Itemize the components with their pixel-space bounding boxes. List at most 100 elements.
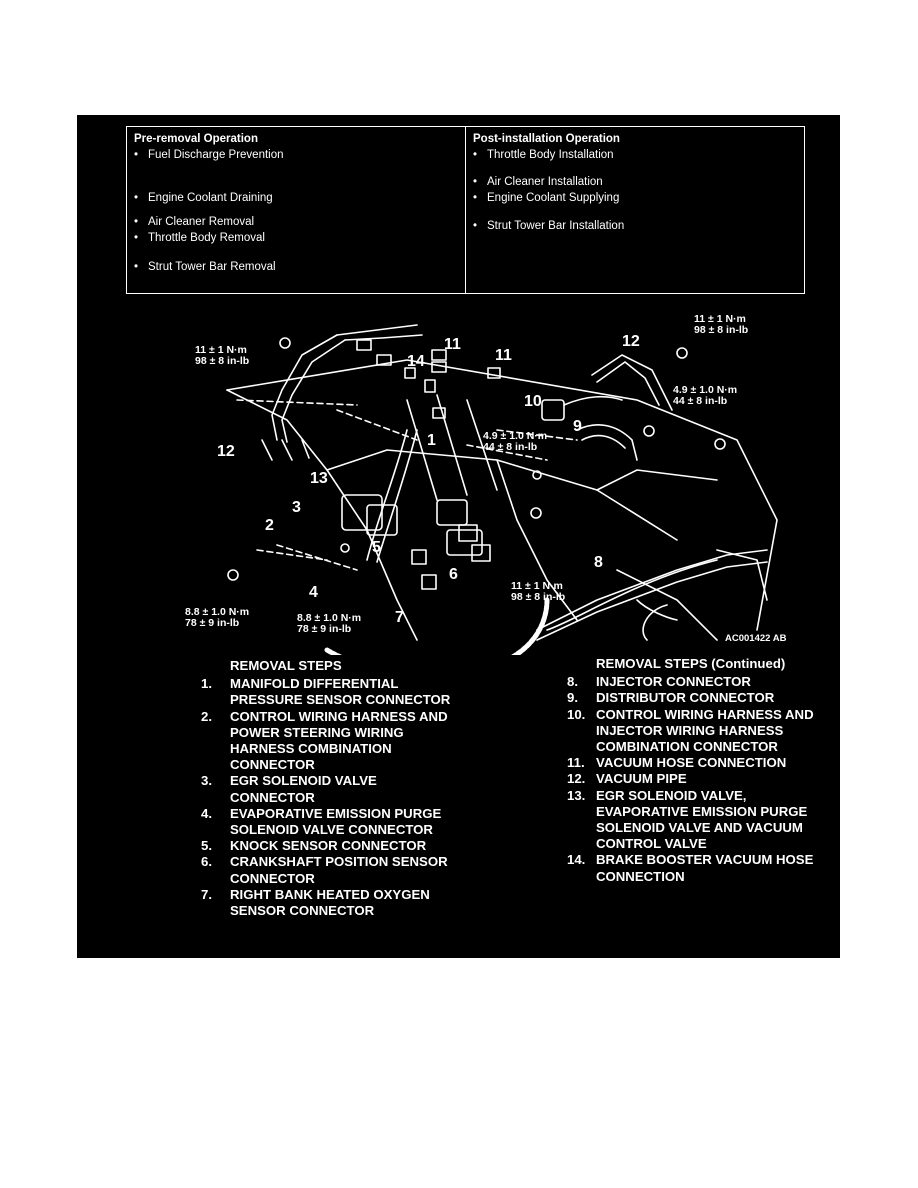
removal-step: 13. EGR SOLENOID VALVE,EVAPORATIVE EMISSI…	[567, 788, 837, 853]
step-text-line: VACUUM PIPE	[596, 771, 687, 787]
post-installation-column: Post-installation Operation •Throttle Bo…	[466, 127, 804, 293]
step-text-line: INJECTOR CONNECTOR	[596, 674, 751, 690]
step-text-line: CONNECTOR	[230, 757, 315, 773]
step-text-line: PRESSURE SENSOR CONNECTOR	[230, 692, 451, 708]
step-text-line: MANIFOLD DIFFERENTIAL	[230, 676, 399, 692]
step-number: 3.	[201, 773, 212, 789]
callout-2: 2	[265, 517, 274, 534]
callout-4: 4	[309, 584, 318, 601]
bullet-icon: •	[473, 149, 478, 161]
callout-11a: 11	[444, 336, 461, 353]
step-text-line: CONNECTOR	[230, 870, 315, 886]
step-number: 10.	[567, 706, 586, 722]
callout-3: 3	[292, 499, 301, 516]
post-installation-item: •Air Cleaner Installation	[473, 176, 603, 188]
removal-step: 5. KNOCK SENSOR CONNECTOR	[201, 838, 501, 854]
torque-spec-3-inlb: 44 ± 8 in-lb	[483, 441, 537, 453]
torque-spec-5-nm: 11 ± 1 N·m	[511, 580, 563, 592]
pre-removal-item: •Throttle Body Removal	[134, 232, 265, 244]
callout-7: 7	[395, 609, 404, 626]
torque-spec-2-inlb: 98 ± 8 in-lb	[694, 324, 748, 336]
post-installation-item: •Strut Tower Bar Installation	[473, 220, 625, 232]
step-text-line: DISTRIBUTOR CONNECTOR	[596, 690, 775, 706]
callout-10: 10	[524, 393, 542, 410]
step-number: 7.	[201, 886, 212, 902]
bullet-icon: •	[473, 192, 478, 204]
step-number: 12.	[567, 771, 586, 787]
post-installation-item: •Throttle Body Installation	[473, 149, 614, 161]
step-number: 9.	[567, 690, 578, 706]
figure-code: AC001422 AB	[725, 633, 787, 644]
step-number: 4.	[201, 805, 212, 821]
torque-spec-4-inlb: 44 ± 8 in-lb	[673, 395, 727, 407]
pre-removal-column: Pre-removal Operation •Fuel Discharge Pr…	[127, 127, 466, 293]
torque-spec-6-nm: 8.8 ± 1.0 N·m	[185, 606, 249, 618]
bullet-icon: •	[473, 176, 478, 188]
callout-12a: 12	[217, 443, 235, 460]
torque-spec-7-inlb: 78 ± 9 in-lb	[297, 623, 351, 635]
step-text-line: CONNECTOR	[230, 789, 315, 805]
step-text-line: CONNECTION	[596, 868, 685, 884]
removal-steps-right: REMOVAL STEPS (Continued) 8. INJECTOR CON…	[567, 656, 837, 885]
torque-spec-1-nm: 11 ± 1 N·m	[195, 344, 247, 356]
removal-step: 8. INJECTOR CONNECTOR	[567, 674, 837, 690]
pre-removal-item: •Fuel Discharge Prevention	[134, 149, 284, 161]
pre-removal-item: •Air Cleaner Removal	[134, 216, 255, 228]
operations-table: Pre-removal Operation •Fuel Discharge Pr…	[126, 126, 805, 294]
step-text-line: SOLENOID VALVE CONNECTOR	[230, 822, 433, 838]
step-text-line: RIGHT BANK HEATED OXYGEN	[230, 886, 430, 902]
removal-steps-title: REMOVAL STEPS	[230, 658, 342, 673]
callout-13: 13	[310, 470, 328, 487]
removal-step: 12. VACUUM PIPE	[567, 771, 837, 787]
step-text-line: CONTROL WIRING HARNESS AND	[230, 708, 448, 724]
torque-spec-5-inlb: 98 ± 8 in-lb	[511, 591, 565, 603]
bullet-icon: •	[134, 232, 139, 244]
callout-11b: 11	[495, 347, 512, 364]
step-number: 13.	[567, 787, 586, 803]
removal-step: 9. DISTRIBUTOR CONNECTOR	[567, 690, 837, 706]
step-text-line: EVAPORATIVE EMISSION PURGE	[596, 803, 808, 819]
callout-5: 5	[372, 539, 381, 556]
step-text-line: EGR SOLENOID VALVE	[230, 773, 377, 789]
post-installation-heading: Post-installation Operation	[473, 133, 620, 145]
removal-steps-continued-title: REMOVAL STEPS (Continued)	[596, 656, 786, 671]
torque-spec-1-inlb: 98 ± 8 in-lb	[195, 355, 249, 367]
torque-spec-4-nm: 4.9 ± 1.0 N·m	[673, 384, 737, 396]
callout-14: 14	[407, 353, 425, 370]
step-text-line: BRAKE BOOSTER VACUUM HOSE	[596, 852, 814, 868]
step-text-line: SENSOR CONNECTOR	[230, 903, 375, 919]
step-number: 5.	[201, 838, 212, 854]
step-number: 6.	[201, 854, 212, 870]
bullet-icon: •	[134, 261, 139, 273]
bullet-icon: •	[134, 216, 139, 228]
step-text-line: INJECTOR WIRING HARNESS	[596, 722, 784, 738]
callout-8: 8	[594, 554, 603, 571]
step-number: 1.	[201, 676, 212, 692]
step-number: 14.	[567, 852, 586, 868]
engine-harness-diagram: 1 2 3 4 5 6 7 8 9 10 11 11 12 12 13 14 1…	[185, 313, 787, 655]
step-number: 2.	[201, 708, 212, 724]
step-number: 8.	[567, 674, 578, 690]
step-text-line: SOLENOID VALVE AND VACUUM	[596, 820, 803, 836]
service-manual-panel: Pre-removal Operation •Fuel Discharge Pr…	[77, 115, 840, 958]
torque-spec-6-inlb: 78 ± 9 in-lb	[185, 617, 239, 629]
step-text-line: KNOCK SENSOR CONNECTOR	[230, 838, 427, 854]
callout-9: 9	[573, 418, 582, 435]
post-installation-item: •Engine Coolant Supplying	[473, 192, 620, 204]
step-text-line: CONTROL WIRING HARNESS AND	[596, 706, 814, 722]
removal-step: 11.VACUUM HOSE CONNECTION	[567, 755, 837, 771]
torque-spec-2-nm: 11 ± 1 N·m	[694, 313, 746, 325]
removal-steps-continued-list: 8. INJECTOR CONNECTOR 9. DISTRIBUTOR CONNEC…	[567, 674, 837, 885]
torque-spec-7-nm: 8.8 ± 1.0 N·m	[297, 612, 361, 624]
bullet-icon: •	[134, 149, 139, 161]
engine-line-art	[226, 324, 778, 655]
step-text-line: EGR SOLENOID VALVE,	[596, 787, 747, 803]
step-text-line: HARNESS COMBINATION	[230, 741, 392, 757]
